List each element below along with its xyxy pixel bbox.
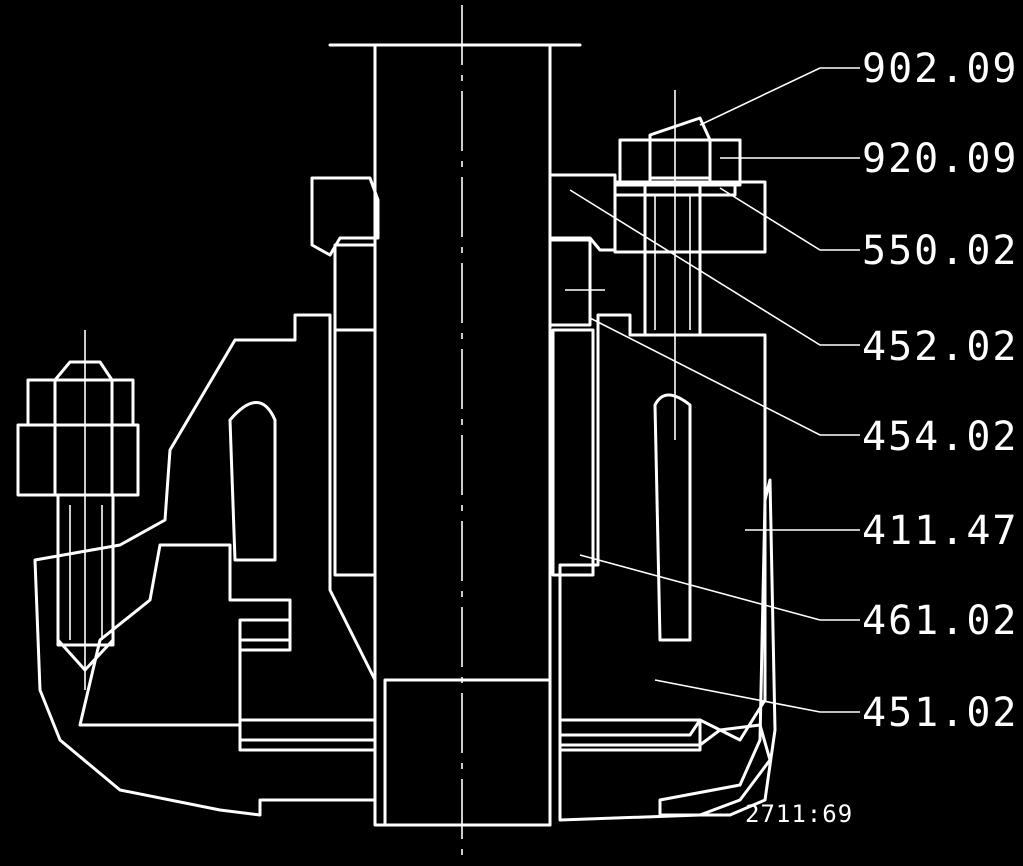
callout-902-09: 902.09	[862, 46, 1019, 92]
housing-right	[558, 313, 777, 822]
callout-920-09: 920.09	[862, 136, 1019, 182]
neck-bush	[238, 718, 702, 752]
leader-lines	[569, 67, 860, 713]
stud-bolt-right	[613, 90, 742, 440]
packing-rings	[333, 328, 595, 577]
shaft	[328, 5, 582, 860]
callout-labels: 902.09 920.09 550.02 452.02 454.02 411.4…	[862, 46, 1019, 736]
housing-left	[33, 313, 377, 817]
callout-452-02: 452.02	[862, 324, 1019, 370]
stud-bolt-left	[16, 330, 140, 690]
callout-411-47: 411.47	[862, 508, 1019, 554]
spacer-rings	[333, 238, 605, 332]
callout-451-02: 451.02	[862, 690, 1019, 736]
drawing-number: 2711:69	[745, 800, 853, 828]
callout-461-02: 461.02	[862, 598, 1019, 644]
gland-left	[310, 176, 380, 257]
callout-454-02: 454.02	[862, 414, 1019, 460]
callout-550-02: 550.02	[862, 228, 1019, 274]
